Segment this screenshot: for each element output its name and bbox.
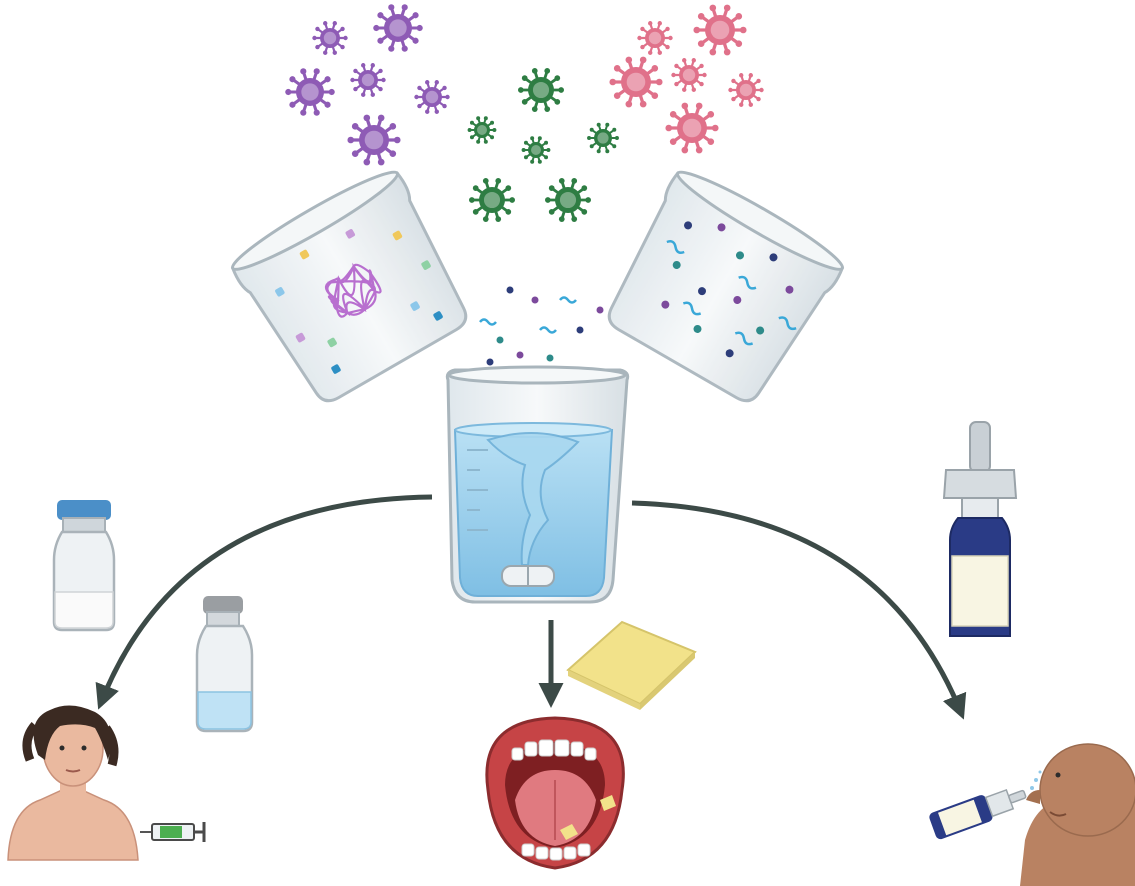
antigen-particle: [295, 332, 306, 343]
nasal-spray-bottle-icon: [942, 421, 1018, 637]
adjuvant-strand: [666, 240, 685, 254]
falling-particle: [496, 336, 504, 344]
adjuvant-dot: [733, 296, 742, 304]
adjuvant-strand: [734, 331, 754, 346]
arrow-to-intranasal: [631, 500, 967, 720]
purple-virus-icon: [347, 114, 401, 166]
pink-virus-icon: [728, 73, 764, 107]
adjuvant-dot: [672, 261, 681, 269]
green-virus-icon: [521, 136, 551, 164]
antigen-particle: [421, 260, 431, 270]
adjuvant-strand: [738, 275, 757, 290]
falling-strand: [479, 318, 497, 326]
antigen-mixture: [275, 229, 443, 374]
falling-particle: [576, 326, 584, 334]
antigen-particle: [345, 229, 356, 239]
arrow-to-injection: [95, 494, 433, 710]
adjuvant-dot: [736, 251, 744, 260]
vial-liquid-icon: [195, 596, 254, 733]
purple-virus-icon: [373, 4, 423, 52]
spray-mist: [1030, 770, 1042, 790]
pink-virus-icon: [693, 4, 747, 56]
adjuvant-particles: [661, 221, 797, 358]
antigen-particle: [327, 337, 337, 348]
adjuvant-dot: [756, 326, 765, 335]
purple-virus-icon: [414, 80, 450, 114]
virus-clusters: [285, 4, 764, 223]
open-mouth-icon: [485, 716, 625, 870]
green-virus-icon: [587, 122, 619, 154]
right-beaker-icon: [607, 170, 845, 403]
adjuvant-dot: [769, 253, 778, 262]
mixing-beaker-icon: [445, 365, 630, 604]
falling-particle: [516, 351, 524, 359]
falling-particle: [546, 354, 554, 362]
green-virus-icon: [467, 116, 497, 144]
pink-virus-icon: [637, 21, 673, 55]
rna-tangle: [324, 262, 382, 318]
pink-virus-icon: [609, 56, 663, 108]
pink-virus-icon: [665, 102, 719, 154]
purple-virus-icon: [350, 63, 386, 97]
falling-particle: [506, 286, 514, 294]
antigen-particle: [299, 249, 310, 260]
green-virus-icon: [544, 177, 592, 223]
falling-strand: [539, 326, 557, 334]
purple-virus-icon: [285, 68, 335, 116]
purple-virus-icon: [312, 21, 348, 55]
adjuvant-dot: [684, 221, 693, 230]
adjuvant-strand: [682, 301, 702, 316]
left-beaker-icon: [230, 170, 468, 403]
pink-virus-icon: [671, 58, 707, 92]
antigen-particle: [410, 301, 420, 311]
falling-particle: [486, 358, 494, 366]
patient-nasal-spray-icon: [1020, 743, 1135, 886]
adjuvant-dot: [698, 287, 707, 296]
antigen-particle: [433, 311, 443, 321]
falling-particle: [596, 306, 604, 314]
antigen-particle: [275, 287, 285, 297]
falling-strand: [559, 296, 577, 304]
patient-female-icon: [7, 705, 139, 861]
antigen-particle: [392, 230, 403, 241]
adjuvant-dot: [785, 285, 794, 294]
adjuvant-dot: [725, 349, 734, 358]
adjuvant-dot: [693, 324, 702, 333]
vial-powder-icon: [52, 500, 116, 632]
nasal-spray-in-use-icon: [929, 788, 1027, 840]
green-virus-icon: [468, 177, 516, 223]
adjuvant-dot: [661, 300, 670, 309]
green-virus-icon: [517, 67, 565, 113]
falling-particle: [531, 296, 539, 304]
adjuvant-strand: [778, 316, 797, 331]
syringe-icon: [140, 822, 206, 842]
route-arrows: [95, 494, 967, 720]
oral-film-icon: [566, 620, 697, 710]
antigen-particle: [331, 364, 341, 374]
adjuvant-dot: [717, 223, 726, 232]
